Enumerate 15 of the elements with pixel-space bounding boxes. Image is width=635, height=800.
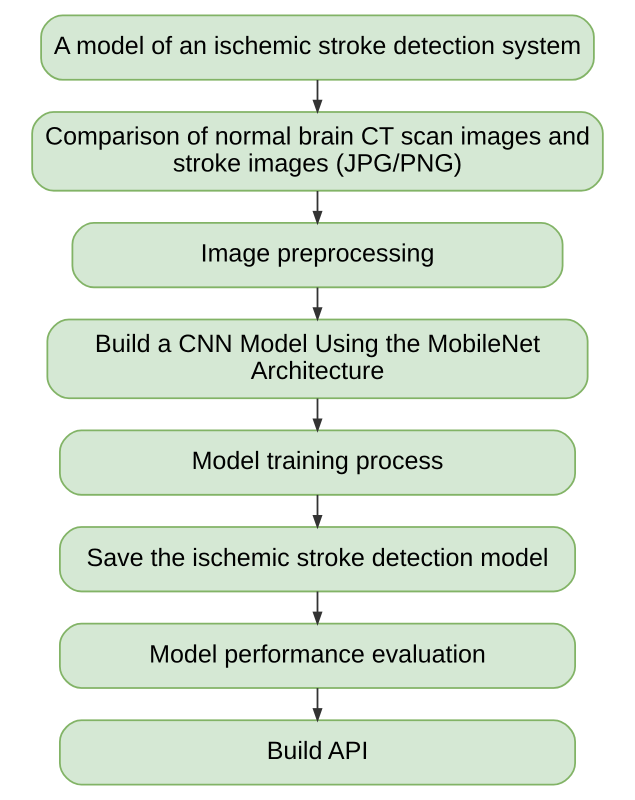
node-box: Build a CNN Model Using the MobileNet Architecture: [46, 318, 589, 400]
arrow: [312, 288, 323, 322]
arrow: [312, 494, 323, 530]
node-box: Save the ischemic stroke detection model: [58, 526, 576, 592]
node-box: Model training process: [58, 430, 576, 496]
arrow: [312, 688, 323, 723]
arrow: [312, 191, 323, 226]
node-box: A model of an ischemic stroke detection system: [40, 14, 595, 81]
node-box: Model performance evaluation: [58, 622, 576, 689]
node-box: Build API: [58, 719, 576, 786]
node-box: Comparison of normal brain CT scan images and stroke images (JPG/PNG): [31, 111, 604, 192]
node-box: Image preprocessing: [72, 222, 564, 288]
arrow: [312, 80, 323, 114]
arrow: [312, 398, 323, 433]
arrow: [312, 591, 323, 626]
